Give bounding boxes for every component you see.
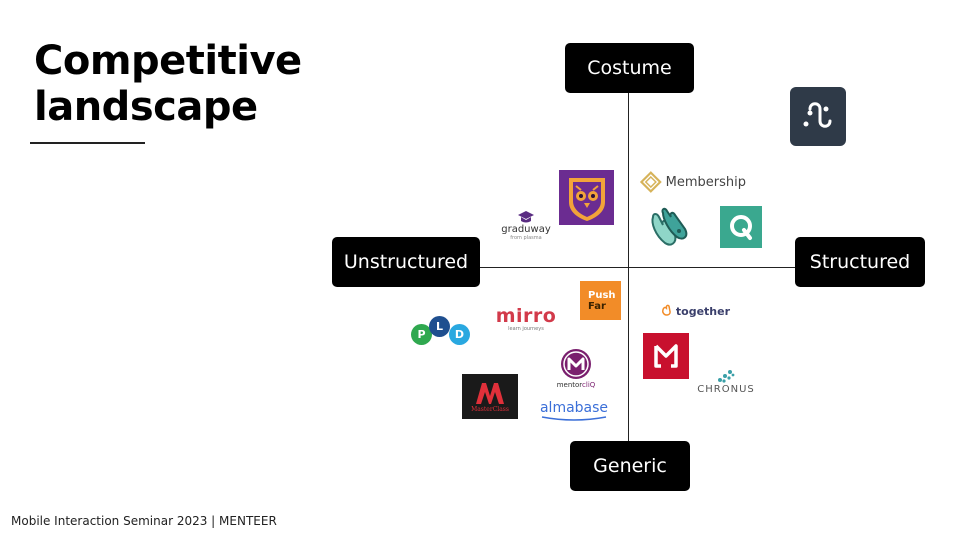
chronus-logo: CHRONUS (693, 366, 759, 398)
bracket-m-icon (654, 344, 678, 368)
q-letter-icon (730, 215, 752, 240)
pld-circle-d: D (449, 324, 470, 345)
pushfar-text-top: Push (588, 289, 616, 301)
owl-icon (568, 177, 605, 221)
pushfar-logo: Push Far (580, 281, 621, 320)
pushfar-text-bottom: Far (588, 300, 606, 312)
masterclass-m-icon (476, 382, 504, 404)
mentorcliq-text-suffix: cliQ (582, 380, 596, 389)
q-logo (720, 206, 762, 248)
title-line-2: landscape (34, 84, 258, 130)
vertical-axis-line (628, 90, 629, 442)
graduway-text: graduway (501, 223, 551, 235)
almabase-underline-icon (541, 416, 607, 421)
together-logo: together (660, 302, 730, 320)
slide-title: Competitive landscape (34, 38, 302, 130)
almabase-text: almabase (539, 400, 609, 416)
menteer-logo (790, 87, 846, 146)
pld-circle-l: L (429, 316, 450, 337)
axis-label-right: Structured (795, 237, 925, 287)
axis-label-left: Unstructured (332, 237, 480, 287)
axis-label-top: Costume (565, 43, 694, 93)
mentorcliq-logo: mentorcliQ (550, 345, 602, 391)
hands-logo (645, 205, 691, 251)
pld-logo: P L D (410, 316, 472, 350)
membership-logo: Membership (640, 166, 746, 198)
menteer-glyph-icon (803, 101, 832, 128)
chronus-text: CHRONUS (697, 384, 755, 395)
red-m-logo (643, 333, 689, 379)
graduway-subtext: from plasma (510, 234, 542, 241)
mirro-text: mirro (495, 304, 557, 327)
pld-circle-p: P (411, 324, 432, 345)
masterclass-logo: MasterClass (462, 374, 518, 419)
title-underline (30, 142, 145, 144)
mirro-logo: mirro learn journeys (495, 304, 557, 334)
membership-text: Membership (665, 174, 746, 190)
almabase-logo: almabase (538, 398, 610, 424)
axis-label-bottom: Generic (570, 441, 690, 491)
mentorcliq-m-icon (561, 348, 591, 379)
graduation-cap-icon (518, 210, 534, 222)
owl-shield-logo (559, 170, 614, 225)
mentorcliq-wordmark: mentorcliQ (557, 381, 596, 390)
mirro-subtext: learn journeys (508, 325, 544, 332)
title-line-1: Competitive (34, 38, 302, 84)
mentorcliq-text-prefix: mentor (556, 380, 583, 389)
clapping-hands-icon (651, 207, 688, 246)
horizontal-axis-line (478, 267, 798, 268)
together-text: together (675, 304, 730, 318)
masterclass-text: MasterClass (471, 405, 509, 413)
footer-text: Mobile Interaction Seminar 2023 | MENTEE… (11, 514, 277, 528)
chronus-dots-icon (718, 370, 735, 383)
diamond-icon (640, 171, 662, 193)
graduway-logo: graduway from plasma (497, 206, 555, 244)
together-hand-icon (662, 304, 671, 316)
